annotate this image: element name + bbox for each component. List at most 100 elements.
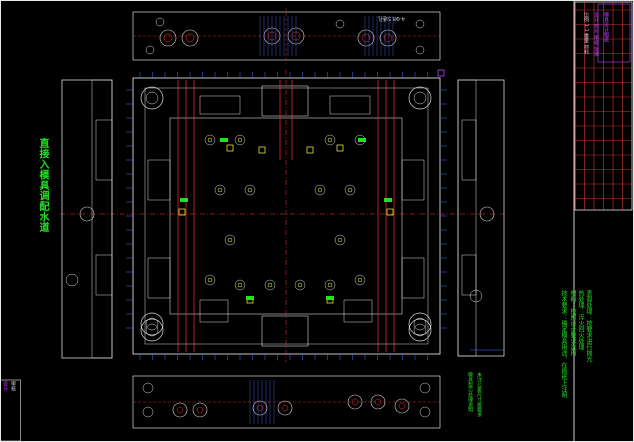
ejector-pin-icon <box>327 282 333 288</box>
ejector-hole-icon <box>324 279 336 291</box>
bolt-hole-icon <box>277 400 293 416</box>
ejector-pin-icon <box>237 282 243 288</box>
slider-block <box>199 95 241 115</box>
gate-marker <box>220 138 228 142</box>
center-note-2: 未注公差尺寸按要求 <box>476 372 482 417</box>
ejector-pin-icon <box>337 237 343 243</box>
left-side-step <box>95 119 113 181</box>
tech-note-4: 表面处理：按要求进行抛光 <box>585 290 592 362</box>
ejector-pin-icon <box>317 187 323 193</box>
slider-block <box>401 159 425 201</box>
pin-hole-icon <box>419 382 431 394</box>
cooling-port-icon <box>351 398 359 406</box>
pin-hole-icon <box>142 382 154 394</box>
ejector-pin-icon <box>347 187 353 193</box>
right-side-step <box>461 119 477 181</box>
bolt-hole-icon <box>172 402 188 418</box>
left-annotation: 直接入模具调配水道 <box>37 138 48 233</box>
slider-block <box>329 95 371 115</box>
ejector-hole-icon <box>354 274 366 286</box>
locator-pin-icon <box>306 146 314 154</box>
ejector-hole-icon <box>234 134 246 146</box>
sprue-block <box>261 85 309 117</box>
cooling-port-icon <box>196 406 204 414</box>
bolt-hole-icon <box>394 398 410 414</box>
cooling-port-icon <box>361 33 371 43</box>
guide-pin-hole-icon <box>408 86 432 110</box>
ejector-hole-icon <box>294 279 306 291</box>
guide-pin-inner-icon <box>413 323 427 337</box>
locator-pin-icon <box>336 144 344 152</box>
pin-hole-icon <box>142 406 154 418</box>
right-side-hole-icon <box>469 289 483 303</box>
pin-hole-icon <box>155 17 165 27</box>
title-block-col-3: 比例 1:1 重量 材料 <box>583 12 589 55</box>
ejector-hole-icon <box>314 184 326 196</box>
left-side-view <box>61 79 113 359</box>
title-block-col-1: 模具设计图纸 <box>603 12 609 42</box>
ejector-hole-icon <box>214 184 226 196</box>
cooling-port-icon <box>176 406 184 414</box>
ejector-hole-icon <box>224 234 236 246</box>
corner-stamp-2: 审核 <box>10 381 16 391</box>
cooling-port-icon <box>398 402 406 410</box>
cooling-port-icon <box>383 33 393 43</box>
guide-pin-hole-icon <box>140 86 164 110</box>
ejector-hole-icon <box>344 184 356 196</box>
left-side-hole-icon <box>79 206 95 222</box>
gate-marker <box>326 296 334 300</box>
locator-pin-icon <box>258 146 266 154</box>
center-note-1: 模具型芯处理说明 <box>467 372 473 412</box>
corner-stamp-box <box>0 379 21 442</box>
guide-pin-inner-icon <box>145 317 159 331</box>
ejector-pin-icon <box>297 282 303 288</box>
gate-marker <box>358 138 366 142</box>
locator-pin-icon <box>178 208 186 216</box>
guide-pin-hole-icon <box>140 318 164 342</box>
cooling-port-icon <box>256 404 264 412</box>
top-plate-label: 4-Φ8.5通孔 <box>378 15 405 21</box>
ejector-pin-icon <box>207 137 213 143</box>
bolt-hole-icon <box>252 400 268 416</box>
right-side-step <box>461 254 477 296</box>
ejector-block <box>261 315 309 347</box>
ejector-pin-icon <box>227 237 233 243</box>
guide-pin-inner-icon <box>145 91 159 105</box>
locator-pin-icon <box>386 208 394 216</box>
bolt-hole-icon <box>379 29 397 47</box>
ejector-hole-icon <box>334 234 346 246</box>
pin-hole-icon <box>419 406 431 418</box>
tech-note-1: 技术要求：确定模具用途，在图纸上注明 <box>560 290 567 398</box>
pin-hole-icon <box>415 19 425 29</box>
main-plan-view <box>60 69 504 362</box>
ejector-pin-icon <box>327 137 333 143</box>
slider-block <box>401 257 425 299</box>
title-block <box>574 1 633 211</box>
ejector-pin-icon <box>357 277 363 283</box>
guide-pin-hole-icon <box>140 312 164 336</box>
ejector-pin-icon <box>217 187 223 193</box>
tech-note-3: 热处理：淬火回火处理 <box>577 290 584 350</box>
right-side-plate <box>457 79 477 357</box>
bottom-plate-view <box>132 375 441 429</box>
ejector-hole-icon <box>204 274 216 286</box>
title-block-logo-box <box>597 3 631 63</box>
gate-marker <box>384 198 392 202</box>
cooling-port-icon <box>185 33 195 43</box>
ejector-hole-icon <box>324 134 336 146</box>
main-inner-plate <box>144 87 429 345</box>
right-side-view <box>457 79 505 357</box>
guide-pin-inner-icon <box>145 323 159 337</box>
ejector-pin-icon <box>207 277 213 283</box>
gate-marker <box>246 296 254 300</box>
bolt-hole-icon <box>370 394 386 410</box>
ejector-hole-icon <box>244 184 256 196</box>
pin-hole-icon <box>415 45 425 55</box>
corner-stamp-1: 设计 <box>2 381 8 391</box>
gate-marker <box>180 198 188 202</box>
ejector-hole-icon <box>264 279 276 291</box>
ejector-pin-icon <box>247 187 253 193</box>
title-block-col-2: 设计 校对 审核 批准 <box>593 12 599 57</box>
left-side-step <box>95 254 113 296</box>
